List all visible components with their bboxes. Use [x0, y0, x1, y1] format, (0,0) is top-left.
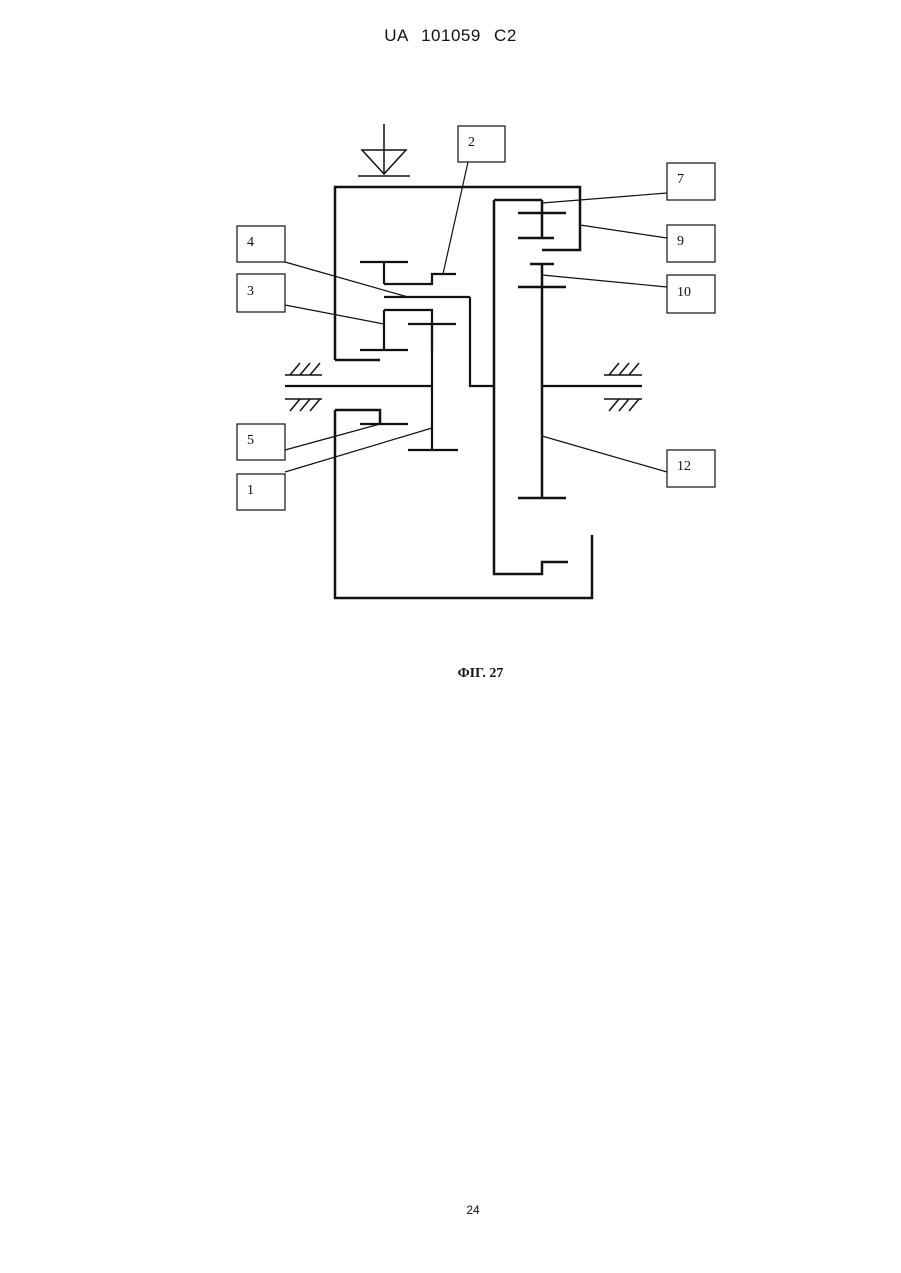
callout-4: 4 — [237, 226, 285, 262]
callout-7: 7 — [667, 163, 715, 200]
svg-text:9: 9 — [677, 234, 684, 249]
svg-text:2: 2 — [468, 135, 475, 150]
callout-3: 3 — [237, 274, 285, 312]
svg-text:7: 7 — [677, 172, 684, 187]
callout-9: 9 — [667, 225, 715, 262]
callout-1: 1 — [237, 474, 285, 510]
upper-planet-gears — [360, 262, 494, 386]
figure-caption: ФІГ. 27 — [0, 666, 901, 682]
callout-12: 12 — [667, 450, 715, 487]
gear-diagram: 2 4 3 5 1 7 9 10 12 — [0, 0, 901, 660]
svg-text:5: 5 — [247, 433, 254, 448]
svg-text:3: 3 — [247, 284, 254, 299]
callout-10: 10 — [667, 275, 715, 313]
svg-text:4: 4 — [247, 235, 254, 250]
central-shaft — [285, 324, 642, 450]
callout-5: 5 — [237, 424, 285, 460]
input-arrow — [358, 124, 410, 176]
leader-lines — [285, 162, 667, 472]
carrier-frame — [335, 187, 592, 598]
svg-text:1: 1 — [247, 483, 254, 498]
page-number: 24 — [0, 1203, 901, 1217]
callout-2: 2 — [458, 126, 505, 162]
svg-text:12: 12 — [677, 459, 691, 474]
svg-text:10: 10 — [677, 285, 691, 300]
